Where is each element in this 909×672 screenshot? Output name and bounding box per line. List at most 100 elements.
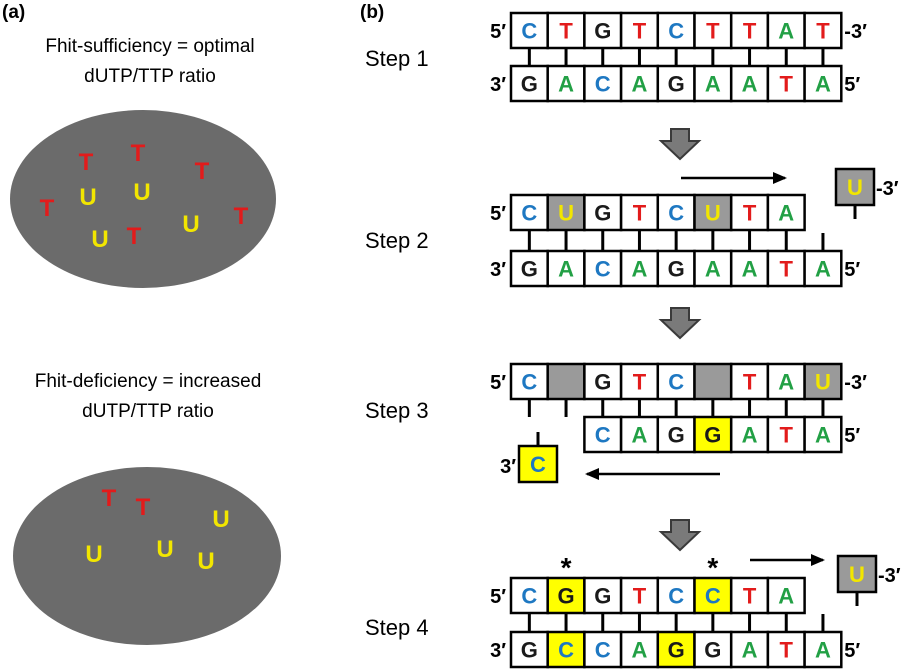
cell-letter-t: T <box>136 494 151 521</box>
nucleotide-letter: A <box>815 423 831 448</box>
nucleotide-letter: G <box>668 257 685 282</box>
step4-bottom-7: T <box>766 630 806 669</box>
step4-top-5: C <box>693 576 733 615</box>
three-prime-end: -3′ <box>844 21 867 43</box>
step2-bottom-2: C <box>583 249 623 288</box>
five-prime-end: 5′ <box>844 640 860 662</box>
three-prime-end: -3′ <box>876 178 899 200</box>
nucleotide-letter: C <box>558 638 574 663</box>
nucleotide-letter: C <box>521 584 537 609</box>
nucleotide-letter: T <box>706 19 720 44</box>
cell-letter-t: T <box>40 195 55 222</box>
step2-top-5: U <box>693 193 733 232</box>
step4-bottom-0: G <box>509 630 549 669</box>
nucleotide-letter: T <box>743 370 757 395</box>
step1-bottom-1: A <box>546 64 586 103</box>
down-arrow-icon <box>658 128 702 161</box>
nucleotide-letter: A <box>778 19 794 44</box>
step1-top-4: C <box>656 11 696 50</box>
nucleotide-letter: T <box>633 584 647 609</box>
panel-a-label: (a) <box>2 2 25 23</box>
nucleotide-letter: A <box>778 201 794 226</box>
cell-sufficient <box>10 110 276 288</box>
nucleotide-letter: C <box>668 370 684 395</box>
step4-top-3: T <box>619 576 660 615</box>
bottom-caption-line-2: dUTP/TTP ratio <box>82 401 214 422</box>
cell-letter-t: T <box>234 203 249 230</box>
nucleotide-letter: G <box>557 584 574 609</box>
step1-bottom-6: A <box>729 64 770 103</box>
nucleotide-letter: C <box>595 72 611 97</box>
step1-top-2: G <box>583 11 623 50</box>
nucleotide-letter: U <box>705 201 721 226</box>
three-prime-end: -3′ <box>844 372 867 394</box>
step1-bottom-7: T <box>766 64 806 103</box>
nucleotide-box <box>729 64 770 103</box>
step4-bottom-2: C <box>583 630 623 669</box>
step3-new-strand-1: A <box>619 415 660 454</box>
free-nucleotide-box <box>517 444 559 484</box>
five-prime-end: 5′ <box>490 203 506 225</box>
panel-b-label: (b) <box>360 2 384 23</box>
step2-bottom-5: A <box>693 249 733 288</box>
nucleotide-letter: C <box>595 257 611 282</box>
repair-direction-arrow-head <box>811 554 825 566</box>
nucleotide-box <box>583 630 623 669</box>
nucleotide-letter: C <box>595 638 611 663</box>
repair-direction-arrow-head <box>773 172 787 184</box>
cell-letter-u: U <box>79 184 96 211</box>
nucleotide-letter: A <box>778 370 794 395</box>
cell-letter-u: U <box>156 536 173 563</box>
nucleotide-letter: T <box>780 423 794 448</box>
nucleotide-box <box>766 415 806 454</box>
step3-new-strand-5: T <box>766 415 806 454</box>
nucleotide-letter: A <box>705 72 721 97</box>
step4-bottom-5: G <box>693 630 733 669</box>
nucleotide-box <box>583 249 623 288</box>
step-4-label: Step 4 <box>365 615 429 640</box>
nucleotide-box <box>619 11 660 50</box>
nucleotide-letter: T <box>743 19 757 44</box>
excised-uracil: U <box>836 554 878 606</box>
step1-top-3: T <box>619 11 660 50</box>
process-arrow <box>658 307 702 340</box>
nucleotide-letter: A <box>632 423 648 448</box>
nucleotide-box <box>656 576 696 615</box>
nucleotide-box <box>803 362 843 401</box>
step1-top-7: A <box>766 11 806 50</box>
nucleotide-letter: A <box>632 638 648 663</box>
step2-bottom-1: A <box>546 249 586 288</box>
cell-letter-t: T <box>127 223 142 250</box>
nucleotide-letter: C <box>705 584 721 609</box>
nucleotide-box <box>509 249 549 288</box>
nucleotide-letter: A <box>742 72 758 97</box>
process-arrow <box>658 128 702 161</box>
step2-top-4: C <box>656 193 696 232</box>
nucleotide-letter: A <box>632 72 648 97</box>
three-prime-end: 3′ <box>490 259 506 281</box>
step1-bottom-8: A <box>803 64 843 103</box>
nucleotide-letter: T <box>780 257 794 282</box>
cell-deficient <box>13 467 281 645</box>
step4-bottom-6: A <box>729 630 770 669</box>
step2-top-7: A <box>766 193 806 232</box>
nucleotide-letter: T <box>780 72 794 97</box>
step2-top-3: T <box>619 193 660 232</box>
step1-top-6: T <box>729 11 770 50</box>
step2-bottom-0: G <box>509 249 549 288</box>
nucleotide-letter: A <box>632 257 648 282</box>
step4-top-7: A <box>766 576 806 615</box>
step3-new-strand-0: C <box>583 415 623 454</box>
nucleotide-letter: A <box>558 257 574 282</box>
step2-bottom-4: G <box>656 249 696 288</box>
five-prime-end: 5′ <box>490 21 506 43</box>
nucleotide-box <box>693 64 733 103</box>
mutation-asterisk: * <box>707 552 718 583</box>
nucleotide-letter: A <box>815 72 831 97</box>
step4-top-6: T <box>729 576 770 615</box>
nucleotide-letter: U <box>558 201 574 226</box>
nucleotide-letter: G <box>668 638 685 663</box>
step-2-label: Step 2 <box>365 228 429 253</box>
step3-new-strand-6: A <box>803 415 843 454</box>
